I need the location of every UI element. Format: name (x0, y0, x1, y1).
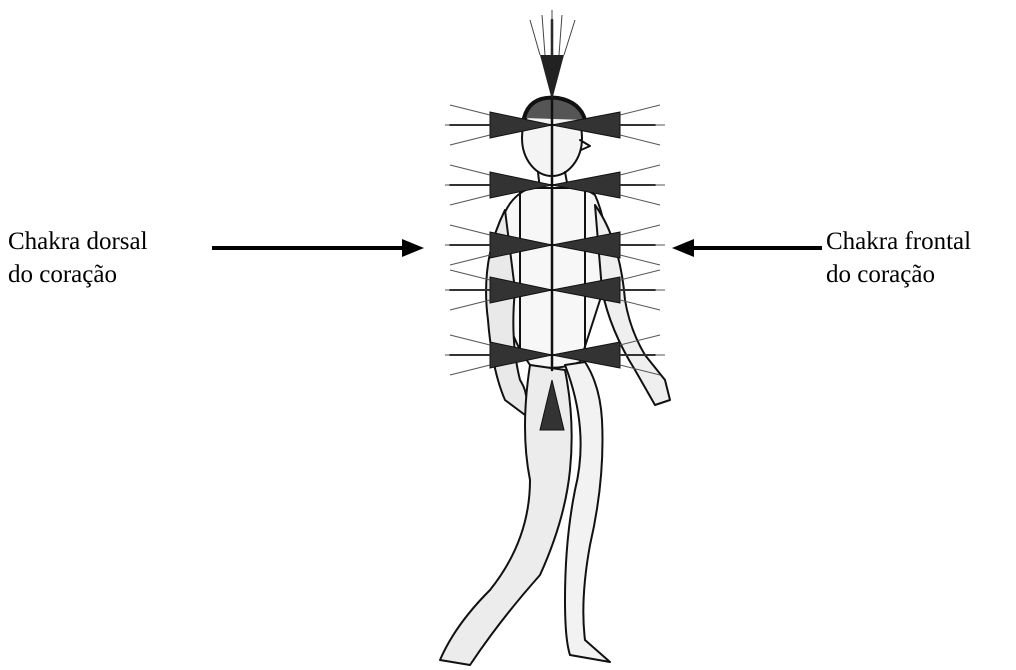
human-figure-chakra-illustration (380, 0, 700, 670)
label-dorsal-line1: Chakra dorsal (8, 225, 148, 258)
label-dorsal-line2: do coração (8, 258, 148, 291)
label-frontal-line1: Chakra frontal (826, 225, 971, 258)
label-frontal-line2: do coração (826, 258, 971, 291)
label-frontal-heart-chakra: Chakra frontal do coração (826, 225, 971, 291)
label-dorsal-heart-chakra: Chakra dorsal do coração (8, 225, 148, 291)
